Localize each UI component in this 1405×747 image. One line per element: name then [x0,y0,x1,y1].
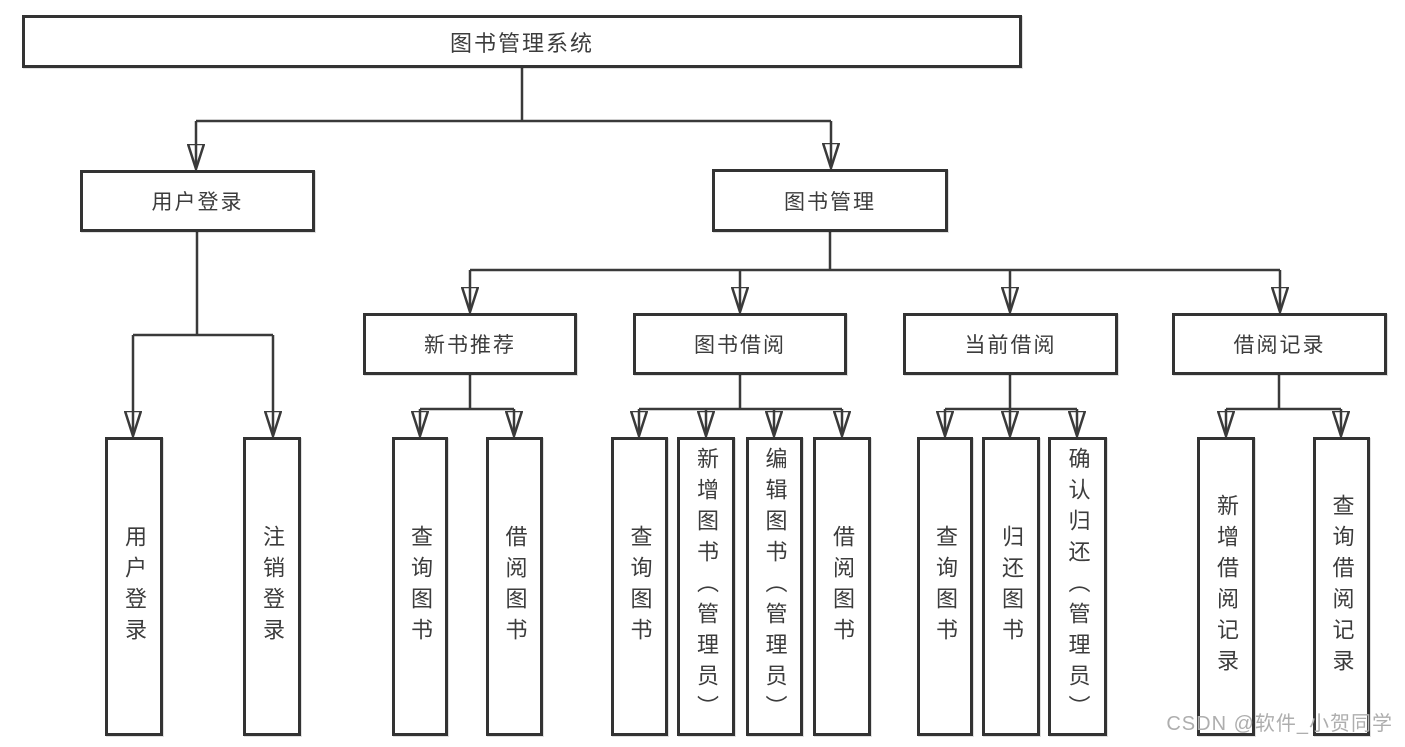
leaf-cb-confirm-return-admin-label: 确认归还（管理员） [1065,447,1091,726]
leaf-bb-add-books-admin: 新增图书（管理员） [677,437,735,736]
leaf-bb-borrow-books-label: 借阅图书 [830,524,855,649]
leaf-bb-add-books-admin-label: 新增图书（管理员） [694,447,719,726]
node-user-login: 用户登录 [80,170,315,232]
leaf-logout: 注销登录 [243,437,301,736]
connector-group-new-book-recommend [420,375,514,434]
leaf-cb-confirm-return-admin: 确认归还（管理员） [1048,437,1107,736]
leaf-bb-edit-books-admin: 编辑图书（管理员） [746,437,803,736]
leaf-bb-borrow-books: 借阅图书 [813,437,871,736]
leaf-nbr-borrow-books: 借阅图书 [486,437,543,736]
node-user-login-label: 用户登录 [151,191,244,214]
leaf-user-login: 用户登录 [105,437,163,736]
node-new-book-recommend: 新书推荐 [363,313,577,375]
connector-group-book-management [470,232,1280,310]
leaf-br-query-record: 查询借阅记录 [1313,437,1370,736]
leaf-br-query-record-label: 查询借阅记录 [1329,493,1355,680]
connector-group-user-login [133,232,273,434]
node-current-borrow-label: 当前借阅 [964,334,1057,357]
node-current-borrow: 当前借阅 [903,313,1118,375]
leaf-cb-query-books-label: 查询图书 [933,524,958,649]
leaf-bb-edit-books-admin-label: 编辑图书（管理员） [762,447,788,726]
node-borrow-records-label: 借阅记录 [1233,334,1326,357]
leaf-bb-query-books: 查询图书 [611,437,668,736]
leaf-cb-return-books: 归还图书 [982,437,1040,736]
node-root-label: 图书管理系统 [449,30,594,56]
leaf-nbr-query-books-label: 查询图书 [408,524,433,649]
node-root-system: 图书管理系统 [22,15,1022,68]
leaf-cb-query-books: 查询图书 [917,437,973,736]
connector-group-current-borrow [945,375,1077,434]
leaf-nbr-borrow-books-label: 借阅图书 [502,524,528,649]
leaf-br-add-record: 新增借阅记录 [1197,437,1255,736]
connector-group-book-borrow [639,375,842,434]
leaf-br-add-record-label: 新增借阅记录 [1214,493,1239,680]
leaf-bb-query-books-label: 查询图书 [627,524,653,649]
node-book-management: 图书管理 [712,169,948,232]
leaf-cb-return-books-label: 归还图书 [999,524,1024,649]
connector-group-root [196,68,831,167]
leaf-logout-label: 注销登录 [260,524,285,649]
node-borrow-records: 借阅记录 [1172,313,1387,375]
leaf-user-login-label: 用户登录 [122,524,147,649]
node-book-borrow-label: 图书借阅 [694,334,786,357]
connector-group-borrow-records [1226,375,1341,434]
node-book-borrow: 图书借阅 [633,313,847,375]
node-book-management-label: 图书管理 [784,190,876,214]
node-new-book-recommend-label: 新书推荐 [424,334,516,357]
leaf-nbr-query-books: 查询图书 [392,437,448,736]
